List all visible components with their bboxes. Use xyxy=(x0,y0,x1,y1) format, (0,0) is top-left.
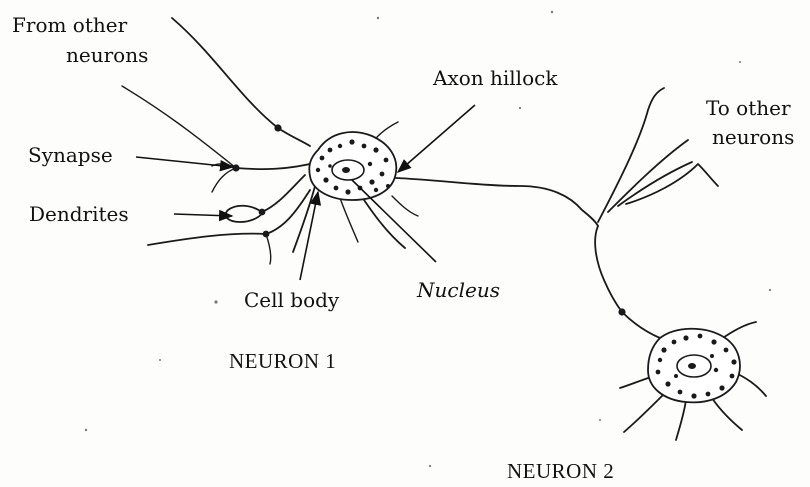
label-nucleus: Nucleus xyxy=(416,278,500,302)
nucleolus-neuron-1 xyxy=(342,167,350,173)
label-to-other-neurons-line2: neurons xyxy=(712,125,794,149)
dendrite-lower-center xyxy=(340,198,358,242)
label-from-other-neurons-line1: From other xyxy=(12,13,128,37)
nucleolus-neuron-2 xyxy=(688,363,696,369)
dendrite-left-loop xyxy=(226,206,262,222)
dendrite-synapse xyxy=(236,162,318,169)
synapse-node-top xyxy=(274,124,281,131)
caption-neuron-1: NEURON 1 xyxy=(229,349,336,373)
axon-terminal-upper xyxy=(608,140,688,212)
axon-hillock-pointer xyxy=(398,105,475,172)
synapse-pointer xyxy=(136,157,233,167)
pointers xyxy=(136,105,475,280)
dendrite-lower-branch xyxy=(266,234,271,264)
dendrite-synapse-branch-a xyxy=(212,168,236,192)
axon-collateral xyxy=(595,226,622,312)
neuron-2-input xyxy=(622,312,660,338)
label-axon-hillock: Axon hillock xyxy=(432,66,558,90)
dendrite-node-left xyxy=(259,209,266,216)
neuron-2-dendrite-bottom-left xyxy=(624,394,664,432)
neuron-1 xyxy=(122,18,418,264)
axon-terminal-lower xyxy=(626,164,718,204)
label-from-other-neurons-line2: neurons xyxy=(66,43,148,67)
neuron-2-dendrite-bottom xyxy=(676,400,686,440)
label-dendrites: Dendrites xyxy=(29,202,129,226)
caption-neuron-2: NEURON 2 xyxy=(507,459,614,483)
labels: From other neurons Axon hillock To other… xyxy=(12,13,794,483)
axon-terminal-middle xyxy=(618,162,692,206)
neuron-2-dendrite-bottom-right xyxy=(712,398,742,430)
dendrite-lower-main xyxy=(148,190,310,245)
incoming-fiber-upper xyxy=(122,86,236,168)
dendrites-pointer xyxy=(174,214,232,216)
incoming-fiber-top xyxy=(172,18,310,146)
label-synapse: Synapse xyxy=(28,143,113,167)
axon-shaft xyxy=(396,178,598,226)
label-to-other-neurons-line1: To other xyxy=(706,96,791,120)
label-cell-body: Cell body xyxy=(244,288,340,312)
neuron-2 xyxy=(618,308,766,440)
nucleus-pointer xyxy=(352,180,436,262)
synapse-node xyxy=(232,164,239,171)
dendrite-right-small xyxy=(392,196,418,216)
dendrite-node-lower xyxy=(263,231,270,238)
